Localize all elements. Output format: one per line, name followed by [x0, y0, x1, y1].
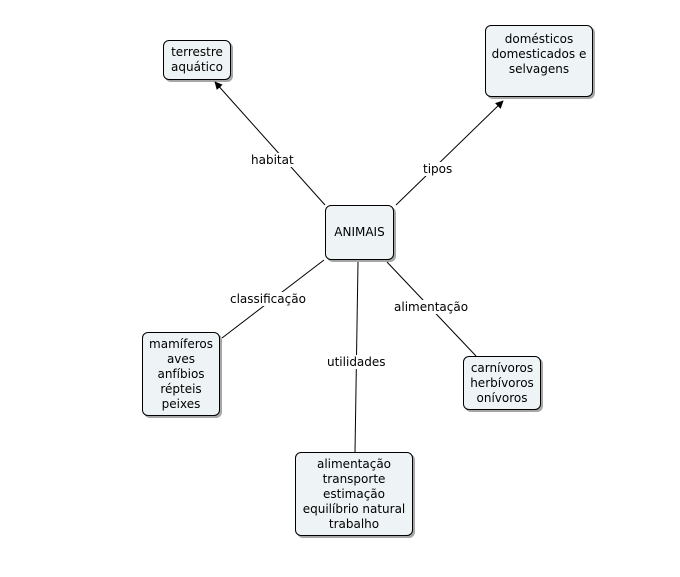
node-item: aquático — [171, 60, 223, 74]
node-alimentacao[interactable]: carnívoros herbívoros onívoros — [463, 356, 541, 410]
node-item: trabalho — [328, 516, 380, 531]
node-item: terrestre — [171, 45, 223, 59]
link-tipos — [395, 100, 504, 206]
label-habitat: habitat — [249, 153, 296, 167]
node-item: alimentação — [316, 456, 392, 471]
node-item: transporte — [322, 471, 386, 486]
node-item: peixes — [161, 396, 201, 411]
node-item: herbívoros — [470, 375, 534, 390]
node-habitat[interactable]: terrestre aquático — [163, 40, 231, 80]
node-item: répteis — [160, 381, 202, 396]
node-tipos[interactable]: domésticos domesticados e selvagens — [485, 25, 593, 97]
node-utilidades[interactable]: alimentação transporte estimação equilíb… — [295, 452, 413, 536]
label-alimentacao: alimentação — [392, 300, 471, 314]
link-habitat — [214, 81, 326, 206]
node-item: estimação — [322, 486, 385, 501]
node-item: mamíferos — [149, 336, 213, 351]
node-item: selvagens — [508, 62, 570, 76]
label-tipos: tipos — [421, 162, 455, 176]
node-item: equilíbrio natural — [302, 501, 406, 516]
node-item: carnívoros — [470, 360, 534, 375]
label-utilidades: utilidades — [325, 355, 388, 369]
node-item: aves — [166, 351, 196, 366]
node-classificacao[interactable]: mamíferos aves anfíbios répteis peixes — [142, 332, 220, 416]
node-item: onívoros — [476, 390, 528, 405]
node-item: domesticados e — [491, 47, 587, 61]
node-item: domésticos — [504, 32, 574, 46]
center-node[interactable]: ANIMAIS — [325, 205, 394, 260]
label-classificacao: classificação — [228, 292, 308, 306]
node-item: anfíbios — [157, 366, 205, 381]
center-node-label: ANIMAIS — [334, 225, 385, 239]
